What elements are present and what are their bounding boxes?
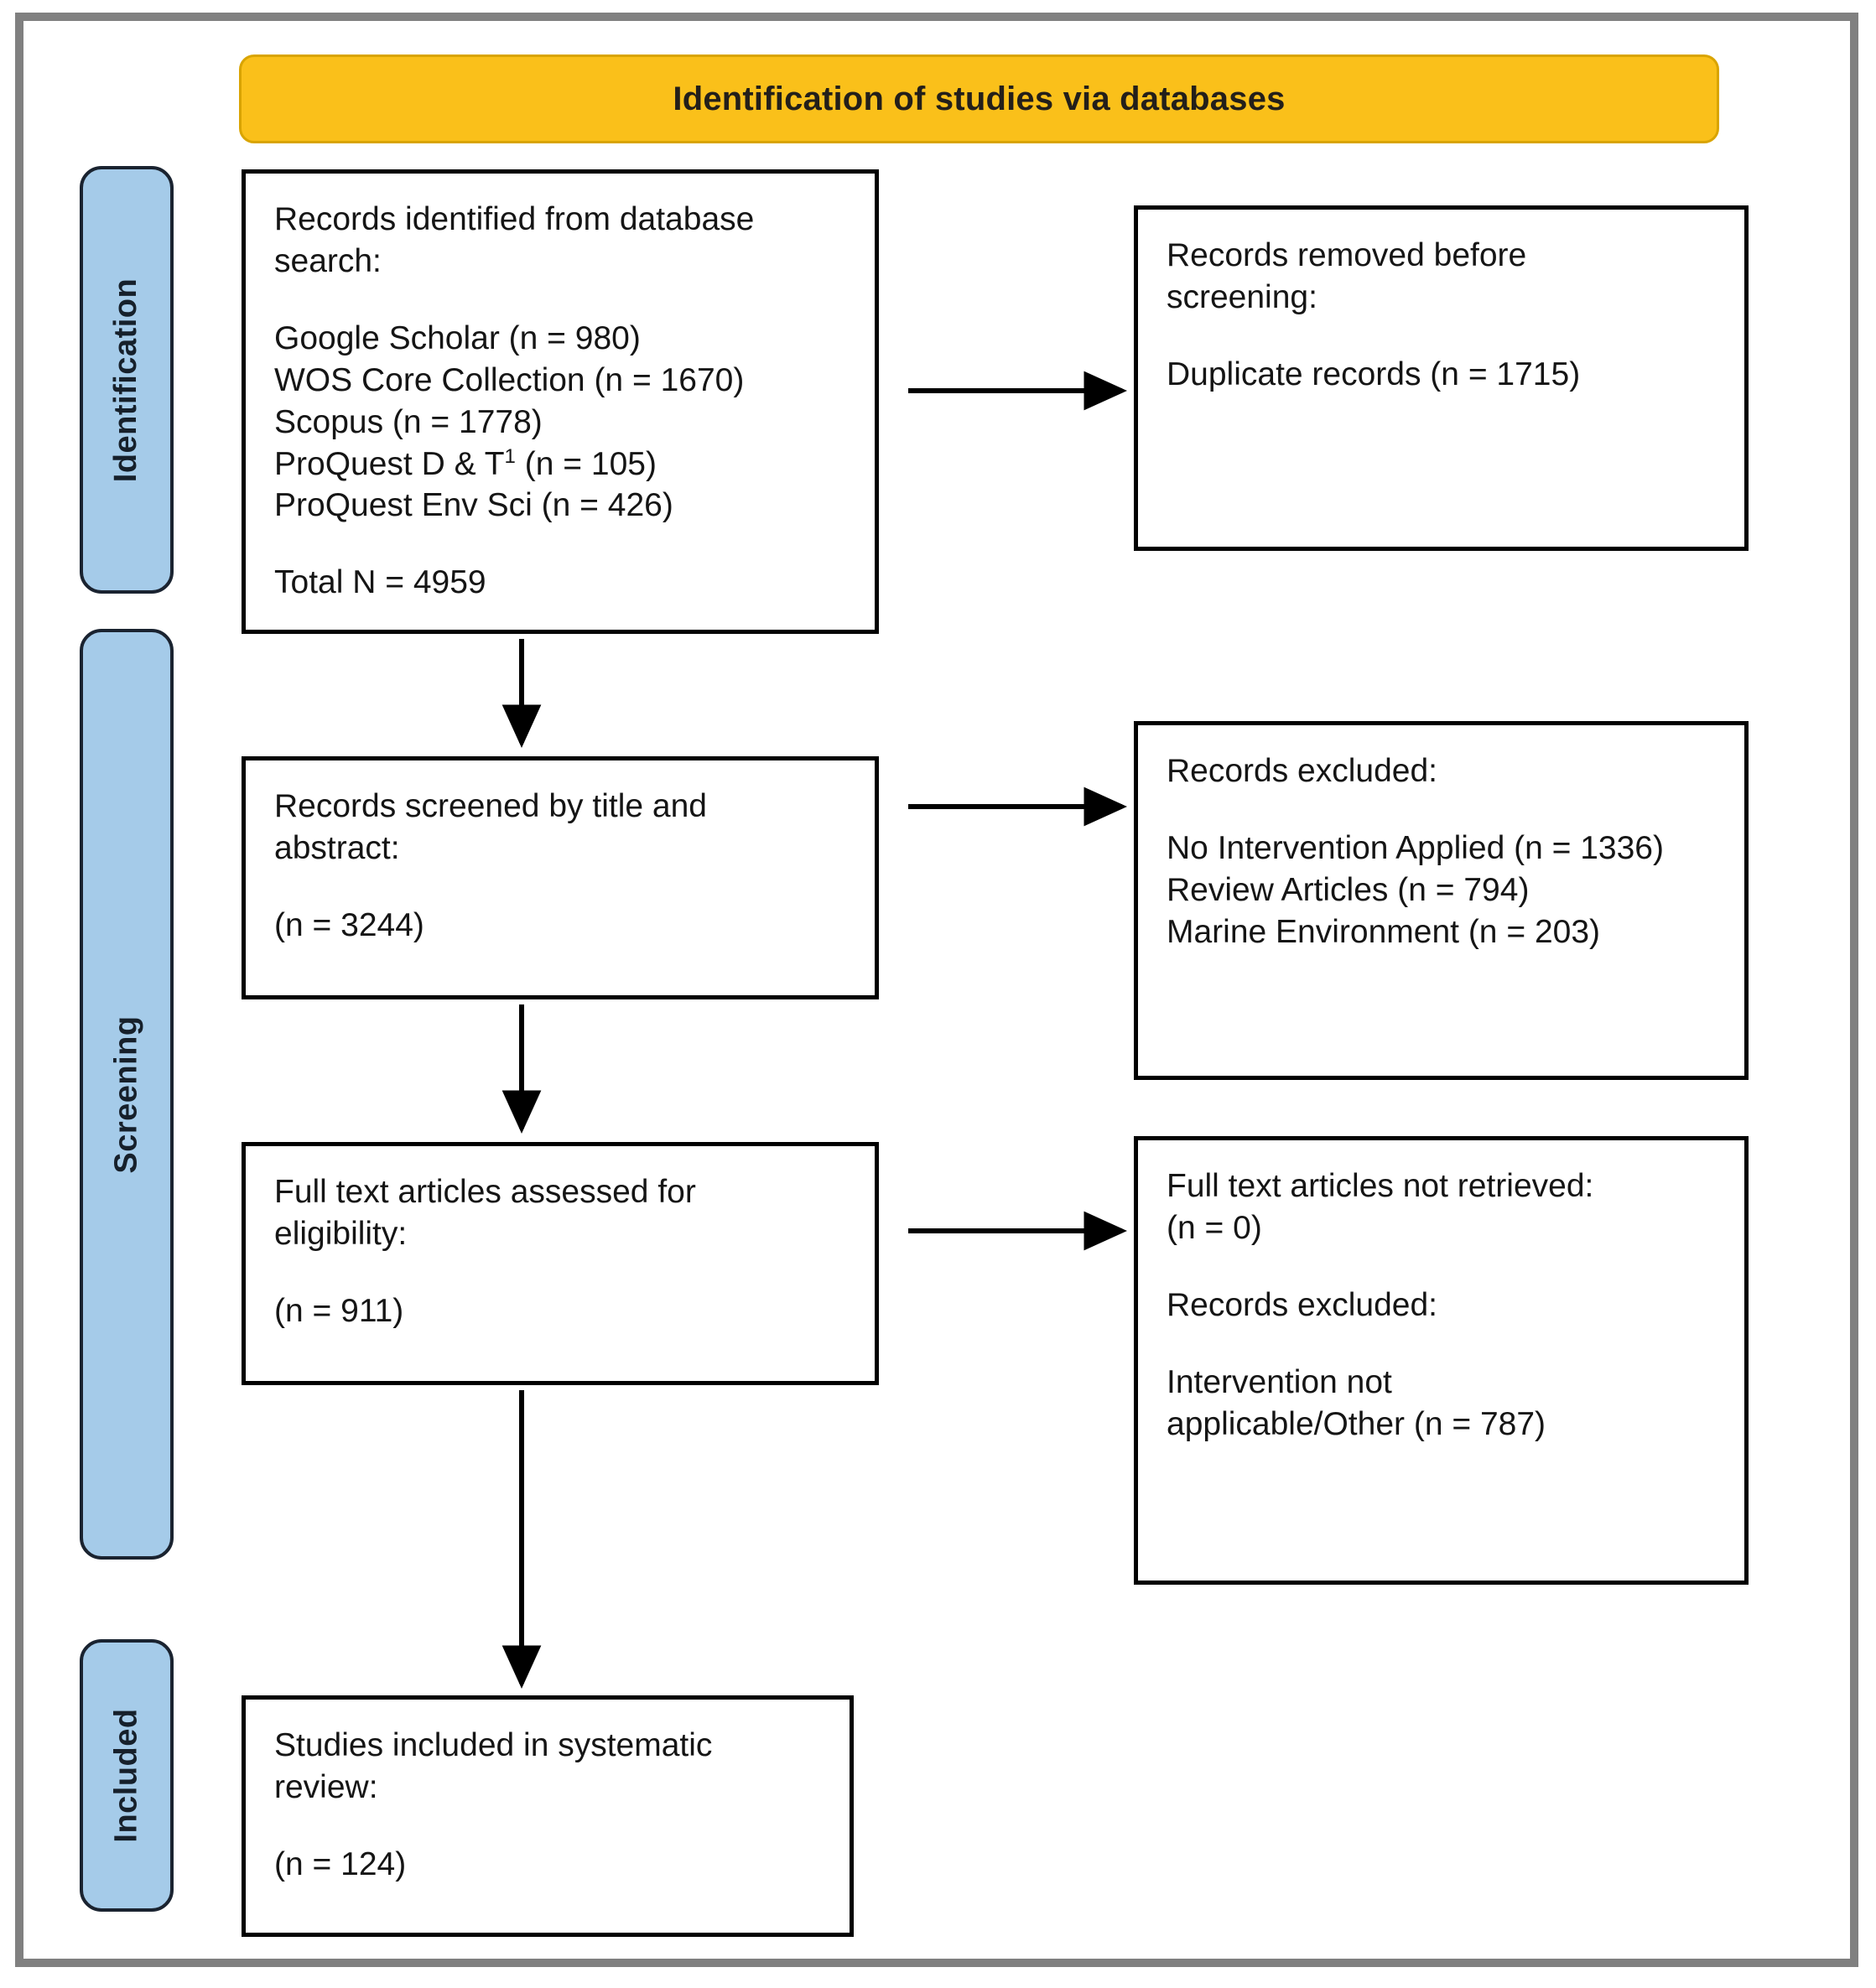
included-heading-line1: Studies included in systematic [274,1727,713,1763]
not-retrieved-count: (n = 0) [1167,1209,1262,1246]
stage-pill-screening: Screening [80,629,174,1560]
box-records-removed: Records removed before screening: Duplic… [1134,205,1749,551]
box-fulltext-assessed: Full text articles assessed for eligibil… [242,1142,879,1385]
excluded-eligibility-heading: Records excluded: [1167,1286,1438,1323]
identified-heading-line1: Records identified from database [274,201,755,237]
box-studies-included: Studies included in systematic review: (… [242,1695,854,1937]
excluded-screening-heading: Records excluded: [1167,753,1438,789]
fulltext-heading-line2: eligibility: [274,1215,408,1252]
stage-pill-identification: Identification [80,166,174,594]
removed-heading-line1: Records removed before [1167,237,1527,273]
excluded-screening-reason-review-articles: Review Articles (n = 794) [1167,871,1530,908]
stage-label-identification: Identification [108,278,144,482]
screened-heading-line1: Records screened by title and [274,788,707,824]
box-records-excluded-eligibility: Full text articles not retrieved: (n = 0… [1134,1136,1749,1585]
identified-heading-line2: search: [274,242,382,279]
identified-source-proquest-env: ProQuest Env Sci (n = 426) [274,487,673,524]
removed-heading-line2: screening: [1167,278,1317,315]
stage-pill-included: Included [80,1639,174,1912]
identified-source-wos: WOS Core Collection (n = 1670) [274,361,745,398]
identified-source-scopus: Scopus (n = 1778) [274,403,543,440]
identified-source-proquest-dt-footnote: 1 [504,444,516,468]
identified-source-proquest-dt-label: ProQuest D & T [274,445,505,482]
box-records-identified: Records identified from database search:… [242,169,879,634]
box-records-screened: Records screened by title and abstract: … [242,756,879,999]
fulltext-heading-line1: Full text articles assessed for [274,1174,696,1210]
screened-count: (n = 3244) [274,906,424,943]
included-heading-line2: review: [274,1768,378,1805]
excluded-eligibility-reason-line1: Intervention not [1167,1363,1392,1400]
fulltext-count: (n = 911) [274,1292,404,1329]
excluded-screening-reason-marine-environment: Marine Environment (n = 203) [1167,913,1600,950]
stage-label-included: Included [108,1708,144,1843]
identified-source-proquest-dt: ProQuest D & T1 (n = 105) [274,444,853,485]
removed-duplicate-records: Duplicate records (n = 1715) [1167,356,1581,392]
diagram-title: Identification of studies via databases [673,80,1286,117]
identified-source-proquest-dt-count [516,446,525,482]
box-records-excluded-screening: Records excluded: No Intervention Applie… [1134,721,1749,1080]
excluded-eligibility-reason-line2: applicable/Other (n = 787) [1167,1405,1546,1442]
included-count: (n = 124) [274,1845,407,1882]
identified-total: Total N = 4959 [274,564,486,601]
diagram-header-banner: Identification of studies via databases [239,55,1719,143]
screened-heading-line2: abstract: [274,829,400,866]
excluded-screening-reason-no-intervention: No Intervention Applied (n = 1336) [1167,829,1664,866]
not-retrieved-heading: Full text articles not retrieved: [1167,1168,1594,1204]
identified-source-google-scholar: Google Scholar (n = 980) [274,319,641,356]
stage-label-screening: Screening [108,1015,144,1174]
identified-source-proquest-dt-n: (n = 105) [524,445,657,482]
